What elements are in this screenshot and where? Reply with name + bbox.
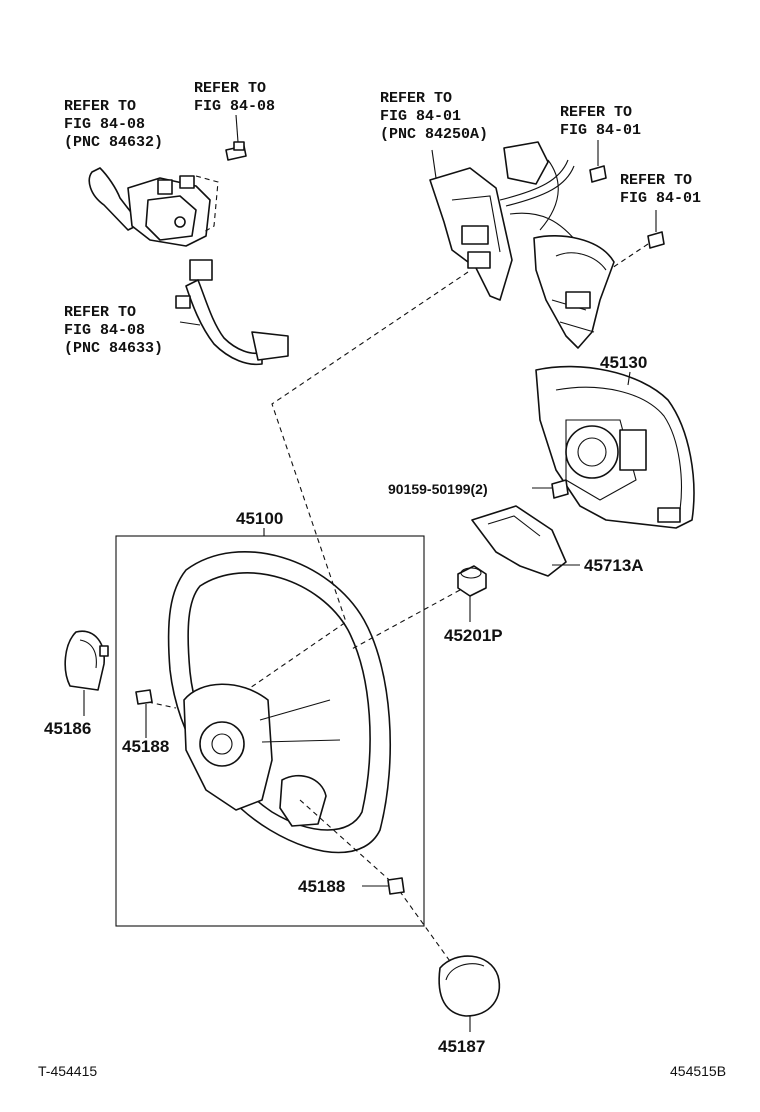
ref-wire-harness-label: REFER TO FIG 84-08 (PNC 84633) (64, 304, 163, 357)
part-45100-label: 45100 (236, 509, 283, 528)
screw-45188-bottom-drawing (362, 877, 405, 895)
part-45713a-label: 45713A (584, 556, 644, 575)
screw-right-lower-drawing (611, 210, 665, 269)
combination-switch-drawing (88, 167, 219, 247)
part-45188-left-label: 45188 (122, 737, 169, 756)
ref-screw-right-upper-label: REFER TO FIG 84-01 (560, 104, 641, 139)
part-45186-label: 45186 (44, 719, 91, 738)
part-45201p-label: 45201P (444, 626, 503, 645)
part-45130-label: 45130 (600, 353, 647, 372)
part-45187-label: 45187 (438, 1037, 485, 1056)
ref-screw-top-label: REFER TO FIG 84-08 (194, 80, 275, 115)
horn-button-assembly-drawing (535, 365, 695, 529)
steering-wheel-drawing (167, 550, 392, 854)
steering-wheel-group-box (115, 535, 425, 927)
dashed-leader-nut (349, 589, 461, 651)
footer-right-code: 454515B (670, 1063, 726, 1079)
part-90159-label: 90159-50199(2) (388, 481, 488, 497)
wire-harness-drawing (175, 259, 289, 366)
dashed-leader-pad-switch (249, 271, 469, 689)
ref-screw-right-lower-label: REFER TO FIG 84-01 (620, 172, 701, 207)
screw-top-drawing (225, 114, 247, 161)
ref-combo-switch-label: REFER TO FIG 84-08 (PNC 84632) (64, 98, 163, 151)
part-45188-bottom-label: 45188 (298, 877, 345, 896)
cover-45187-drawing (438, 955, 501, 1032)
screw-90159-drawing (532, 479, 569, 499)
footer-left-code: T-454415 (38, 1063, 97, 1079)
lower-cover-45186-drawing (64, 630, 109, 716)
screw-right-upper-drawing (589, 140, 607, 183)
ref-steering-pad-switch-label: REFER TO FIG 84-01 (PNC 84250A) (380, 90, 488, 143)
steering-pad-switch-drawing (429, 141, 615, 349)
screw-45188-left-drawing (135, 689, 153, 738)
spiral-cover-drawing (471, 505, 580, 577)
nut-45201p-drawing (457, 565, 487, 622)
dashed-leader-screw-left (147, 701, 177, 709)
